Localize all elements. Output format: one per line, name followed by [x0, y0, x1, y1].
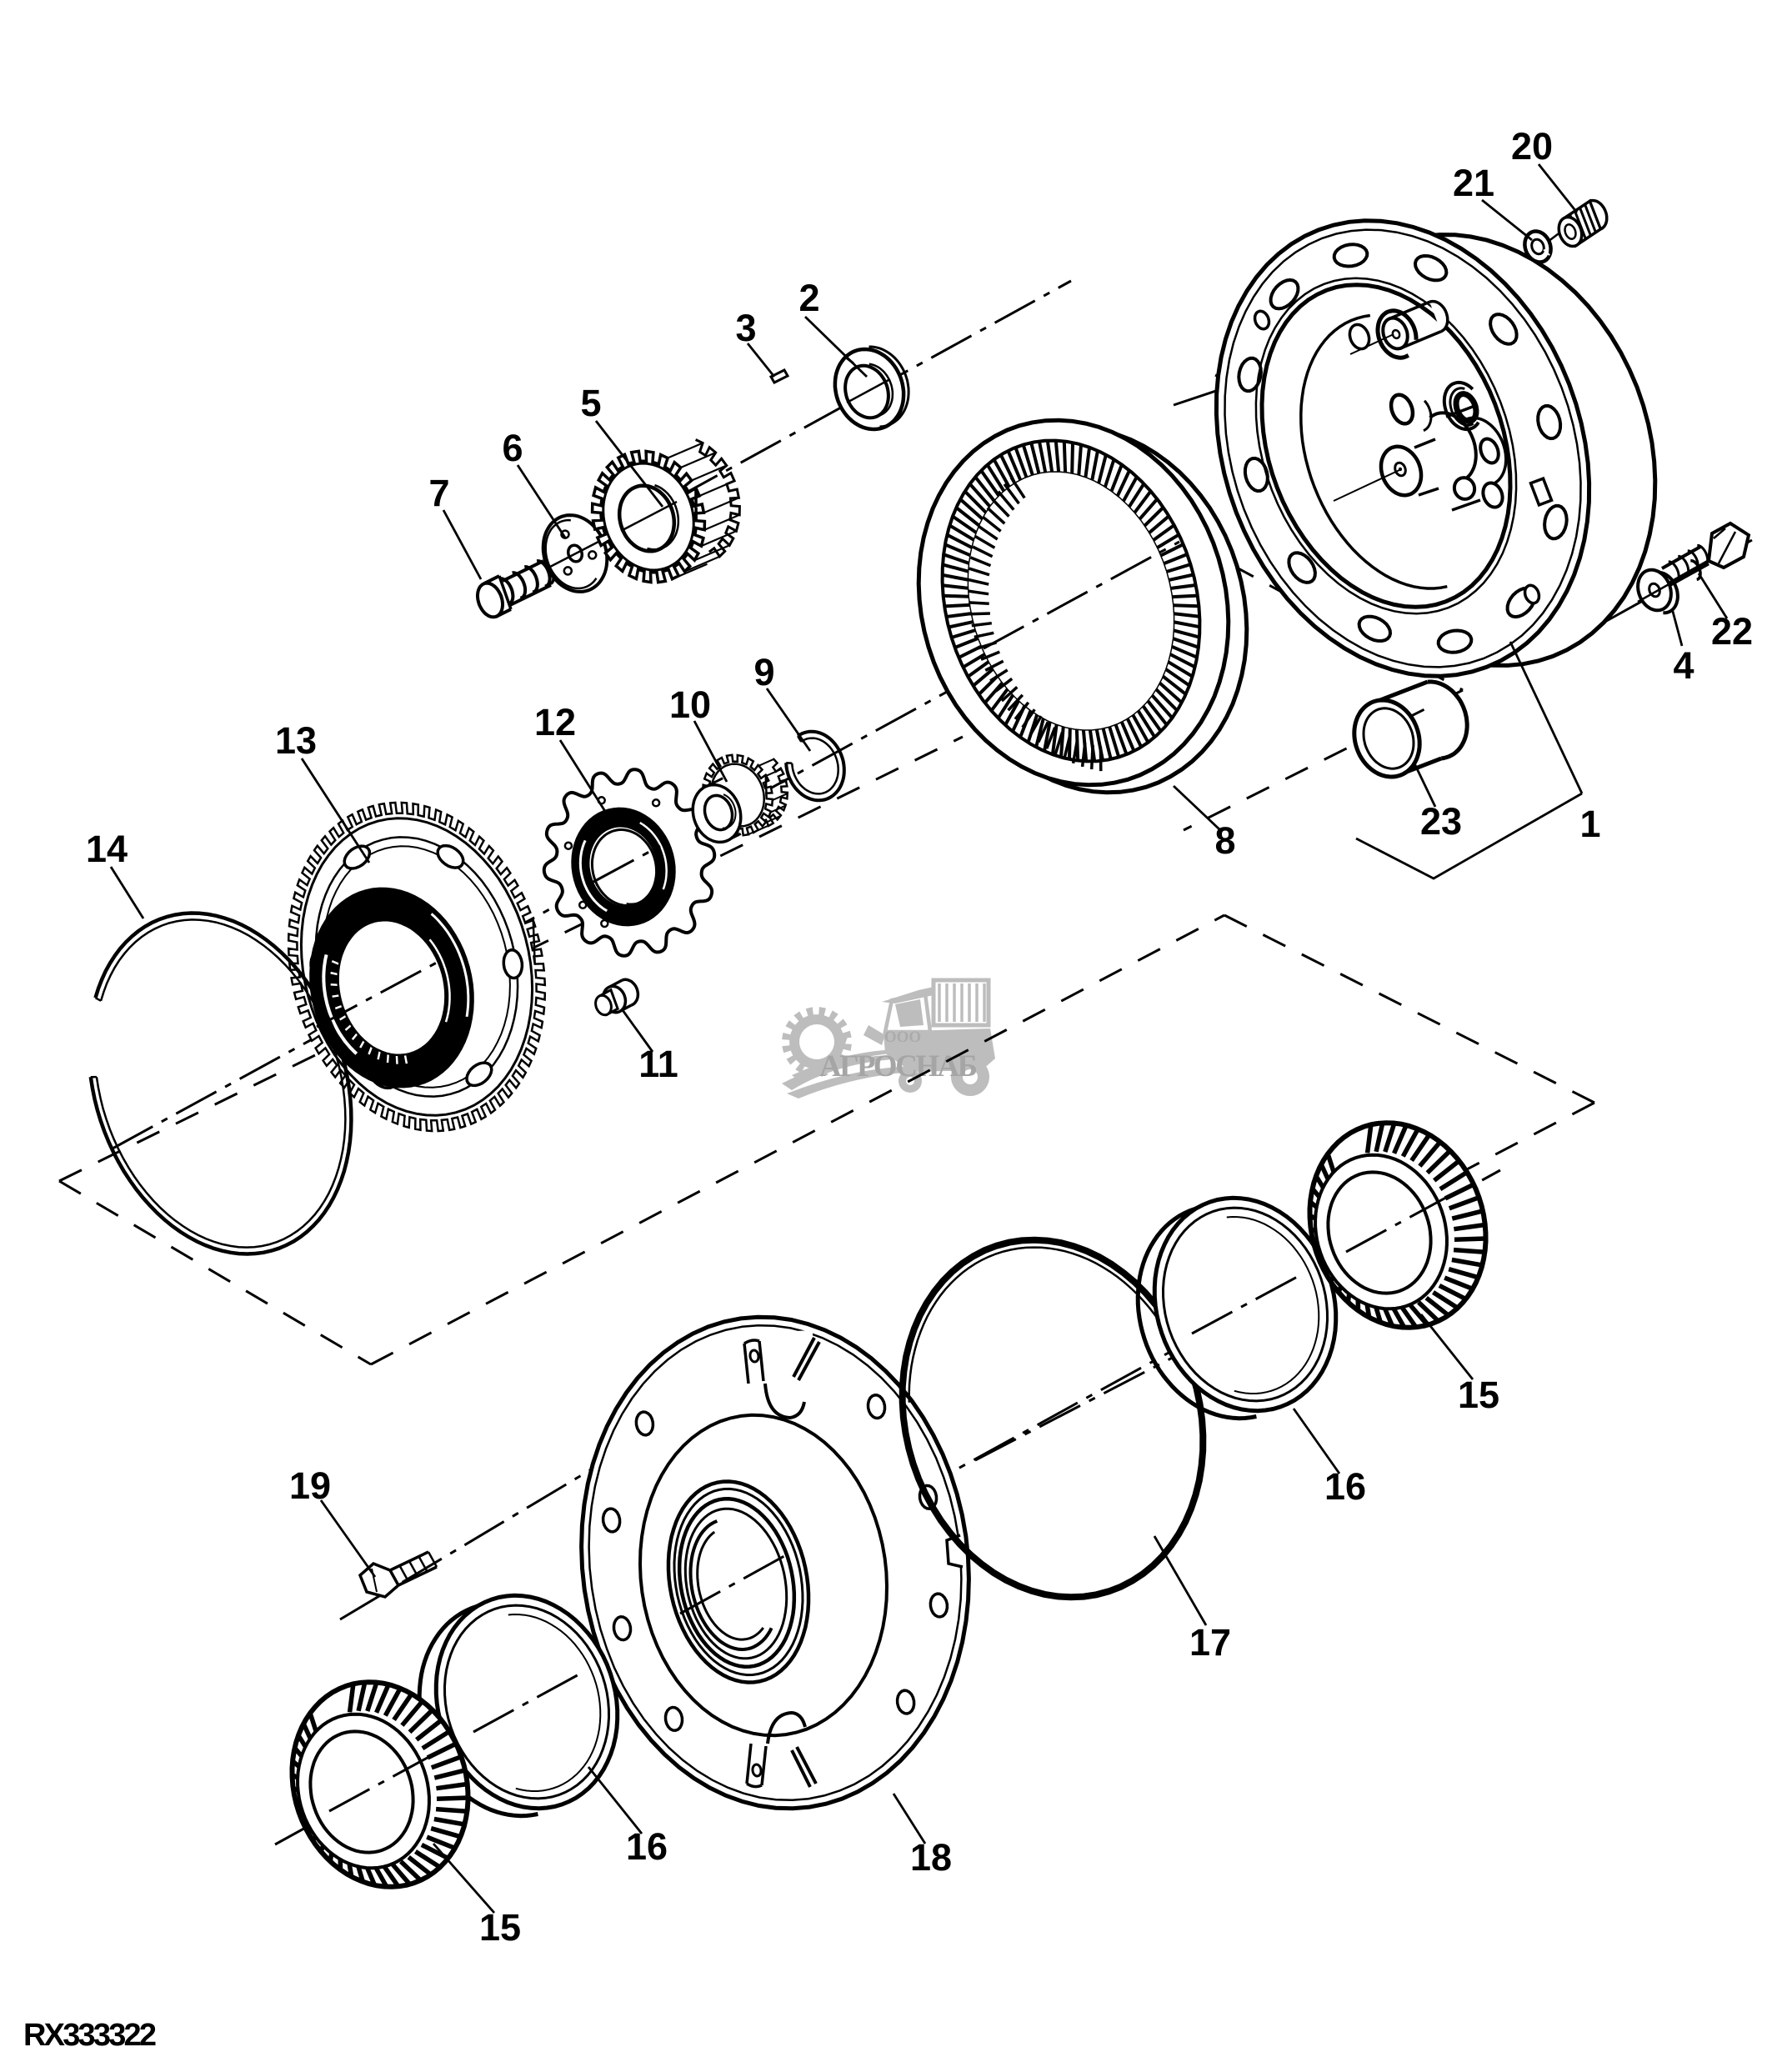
svg-text:21: 21 [1453, 162, 1494, 204]
svg-text:15: 15 [1458, 1374, 1499, 1416]
svg-text:16: 16 [626, 1825, 668, 1868]
svg-text:17: 17 [1189, 1621, 1231, 1664]
svg-text:13: 13 [275, 719, 317, 762]
svg-text:19: 19 [289, 1464, 331, 1507]
svg-text:10: 10 [669, 683, 711, 726]
svg-text:2: 2 [798, 277, 819, 319]
svg-text:12: 12 [534, 701, 576, 743]
svg-text:1: 1 [1579, 803, 1600, 845]
svg-text:3: 3 [735, 307, 756, 349]
svg-text:22: 22 [1711, 610, 1753, 653]
svg-text:RX333322: RX333322 [23, 2018, 157, 2053]
svg-text:4: 4 [1673, 644, 1694, 687]
svg-text:20: 20 [1511, 125, 1553, 168]
svg-text:18: 18 [910, 1836, 952, 1879]
svg-text:8: 8 [1214, 819, 1235, 862]
svg-text:23: 23 [1420, 800, 1462, 843]
svg-text:6: 6 [502, 427, 523, 469]
svg-text:11: 11 [638, 1043, 678, 1085]
svg-text:7: 7 [428, 472, 449, 514]
svg-text:OOO: OOO [884, 1028, 921, 1046]
svg-text:15: 15 [479, 1906, 521, 1949]
svg-text:14: 14 [86, 828, 128, 870]
svg-text:5: 5 [580, 382, 601, 424]
svg-text:9: 9 [753, 651, 774, 693]
svg-text:АГРОСНАБ: АГРОСНАБ [819, 1049, 978, 1084]
svg-text:16: 16 [1324, 1465, 1366, 1508]
